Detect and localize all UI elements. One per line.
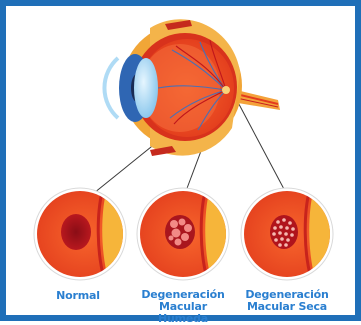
circle-humeda [133,185,243,285]
label-seca: Degeneración Macular Seca [237,289,337,313]
label-normal: Normal [28,290,128,302]
eyeball [104,19,242,156]
label-seca-line2: Macular Seca [237,301,337,313]
macula-humeda [165,215,195,249]
cornea [104,58,118,118]
macula-seca [270,215,298,249]
circle-normal [30,185,140,285]
label-humeda-line2: Macular Humeda [133,301,233,325]
label-normal-text: Normal [28,290,128,302]
label-humeda: Degeneración Macular Humeda [133,289,233,325]
circle-seca [237,185,347,285]
optic-disc [222,86,230,94]
lens [134,58,158,118]
macula-normal [61,214,91,250]
